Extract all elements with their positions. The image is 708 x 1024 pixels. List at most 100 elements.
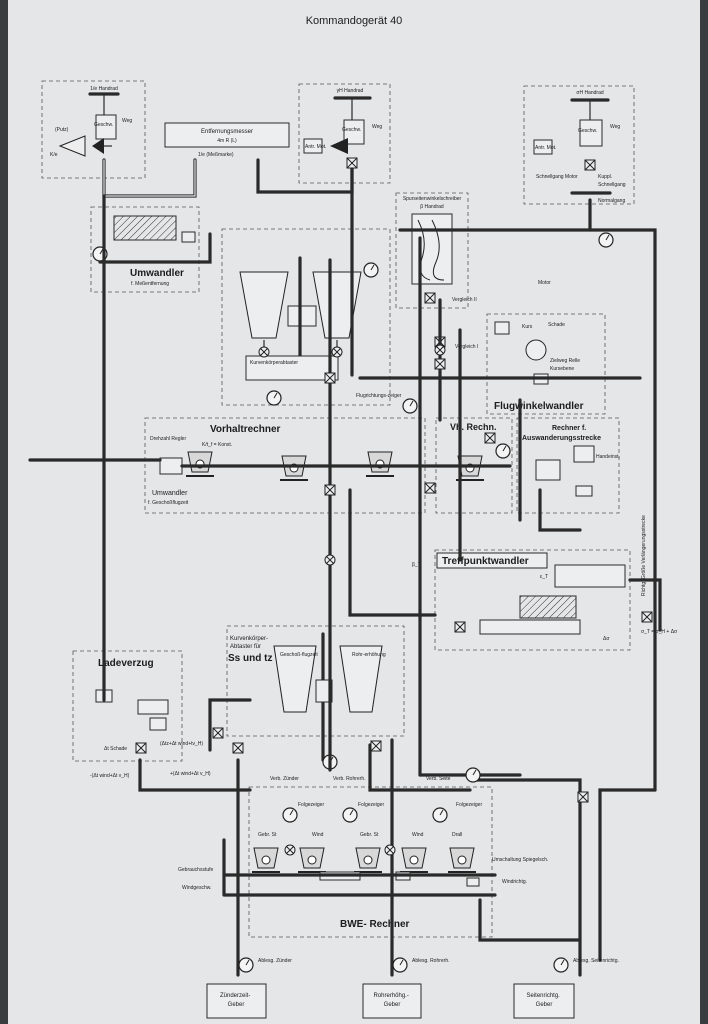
rechner-label: Rechner f. [552,425,586,432]
entfernungsmesser-block: Entfernungsmesser 4m R (L) 1/e (Meßmarke… [164,122,290,158]
umschaltung-label: Umschaltung Spiegelsch. [492,857,548,863]
entfernungsmesser-sub: 4m R (L) [217,138,237,144]
geber-seitenrichtung-line1: Seitenrichtg. [526,993,560,999]
ablesg-rohrerh-label: Ablesg. Rohrerh. [412,958,450,964]
ladeverzug-block: Ladeverzug Δt Schade (Δtz+Δt wind+tv_H) … [72,650,244,779]
handeinst-label: Handeinst. [596,454,620,460]
geschw-label: Geschw. [94,122,113,128]
lower-cam-block: Kurvenkörper- Abtaster für Ss und tz Ges… [226,625,405,770]
rechner-block: Rechner f. Auswanderungsstrecke Handeins… [495,417,620,514]
zielweg-label: Zielweg Relle [550,358,580,364]
windrichtg-label: Windrichtg. [502,879,527,885]
richtg-label: Richtg. Größe Verlängerungsstrecke [641,515,647,596]
ladeverzug-label: Ladeverzug [98,658,154,669]
spurschreiber-label: Spurseitenwinkelschreiber [403,196,462,202]
rechner-sub: Auswanderungsstrecke [522,435,601,442]
normalgang-label: Normalgang [598,198,625,204]
kursebene-label: Kursebene [550,366,574,372]
geber-seitenrichtung-label: Seitenrichtg. Geber [526,993,561,1008]
bwe-rechner-block: Verb. Zünder Verb. Rohrerh. Verb. Seite … [178,776,548,938]
windgeschw-label: Windgeschw. [182,885,211,891]
weg-label-3: Weg [610,124,620,130]
putz-label: (Putz) [55,127,69,133]
spurschreiber-block: Spurseitenwinkelschreiber β Handrad Verg… [395,192,478,350]
wind-label-1: Wind [312,832,324,838]
wind-label-2: Wind [412,832,424,838]
geschoss-flugzeit-label: Geschoß-flugzeit [280,652,318,658]
antr-mot-label-3: Antr. Mot. [535,145,556,151]
treffpunktwandler-block: Treffpunktwandler β_T ε_T Δσ σ_T = σ_H +… [412,515,678,651]
handrad-left-label: 1/e Handrad [90,86,118,92]
ablesg-seitenrichtg-label: Ablesg. Seitenrichtg. [573,958,619,964]
geber-rohrerhoehung-label: Rohrerhöhg.- Geber [373,993,410,1008]
geber-rohrerhoehung-line1: Rohrerhöhg.- [373,993,408,999]
kurvenkoerperabtaster-label: Kurvenkörperabtaster [250,360,298,366]
rohr-erhoehung-label: Rohr-erhöhung [352,652,386,658]
gebr-st-label-1: Gebr. St [258,832,277,838]
formula1-label: -(Δt wind+Δt v_H) [90,773,130,779]
geber-seitenrichtung-line2: Geber [536,1002,553,1008]
schnellgang-label: Schnellgang [598,182,626,188]
sigma-formula-label: σ_T = σ_H + Δσ [641,629,678,635]
umwandler-sub: f. Meßentfernung [131,281,169,287]
folgezeiger-label-3: Folgezeiger [456,802,482,808]
geber-rohrerhoehung: Ablesg. Rohrerh. Rohrerhöhg.- Geber [362,957,450,1019]
vh-rechn-label: Vh. Rechn. [450,422,497,432]
flugwinkelwandler-label: Flugwinkelwandler [494,401,584,412]
bwe-label: BWE- Rechner [340,919,410,930]
kurs-label: Kurs [522,324,533,330]
diagram-sheet [8,0,700,1024]
handrad-block-right: σH Handrad Geschw. Weg Antr. Mot. Schnel… [523,85,635,205]
drehzahl-regler-label: Drehzahl Regler [150,436,186,442]
diagram-title: Kommandogerät 40 [306,15,403,27]
geber-zuenderzeit: Ablesg. Zünder Zünderzeit- Geber [206,957,292,1019]
handrad-block-mid: γH Handrad Geschw. Weg Antr. Mot. [298,83,391,184]
vergleich2-label: Vergleich II [452,297,477,303]
folgezeiger-label-2: Folgezeiger [358,802,384,808]
gebrauchsstufe-label: Gebrauchsstufe [178,867,214,873]
flugrichtungszeiger-label: Flugrichtungs-zeiger [356,393,402,399]
treffpunktwandler-label: Treffpunktwandler [442,556,529,567]
kurvenkoerper-big: Ss und tz [228,653,272,664]
vergleich1-label: Vergleich I [455,344,478,350]
delta-t-schade-label: Δt Schade [104,746,127,752]
delta-sigma-label: Δσ [603,636,610,642]
upper-cam-block: Kurvenkörperabtaster [221,228,391,406]
beta-t-label: β_T [412,562,421,568]
formula3-label: (Δtz+Δt wind+tv_H) [160,741,203,747]
schnellgang-motor-label: Schnellgang Motor [536,174,578,180]
geber-rohrerhoehung-line2: Geber [384,1002,401,1008]
verb-seite-label: Verb. Seite [426,776,451,782]
shaft-network [28,158,662,977]
verb-zuender-label: Verb. Zünder [270,776,299,782]
weg-label-2: Weg [372,124,382,130]
drall-label: Drall [452,832,462,838]
schade-label: Schade [548,322,565,328]
handrad-mid-label: γH Handrad [337,88,364,94]
kuppl-label: Kuppl. [598,174,612,180]
geschw-label-2: Geschw. [342,127,361,133]
ke-label: K/e [50,152,58,158]
geber-seitenrichtung: Ablesg. Seitenrichtg. Seitenrichtg. Gebe… [513,957,619,1019]
flugwinkelwandler-block: Motor Kurs Schade Zielweg Relle Kurseben… [486,280,606,415]
umwandler-label: Umwandler [130,268,184,279]
vorhaltrechner-label: Vorhaltrechner [210,424,280,435]
kurvenkoerper-sub: Abtaster für [230,644,261,650]
motor-label: Motor [538,280,551,286]
folgezeiger-label-1: Folgezeiger [298,802,324,808]
geber-zuenderzeit-line1: Zünderzeit- [220,993,250,999]
umwandler2-sub: f. Geschoßflugzeit [148,500,189,506]
gebr-st-label-2: Gebr. St [360,832,379,838]
verb-rohrerh-label: Verb. Rohrerh. [333,776,366,782]
geschw-label-3: Geschw. [578,128,597,134]
ablesg-zuender-label: Ablesg. Zünder [258,958,292,964]
entfernungsmesser-label: Entfernungsmesser [201,129,253,135]
geber-zuenderzeit-label: Zünderzeit- Geber [220,993,252,1008]
formula2-label: +(Δt wind+Δt v_H) [170,771,211,777]
ktkonst-label: K/t_f = Konst. [202,442,232,448]
weg-label: Weg [122,118,132,124]
spurschreiber-sub: β Handrad [420,204,444,210]
umwandler2-label: Umwandler [152,490,188,497]
geber-zuenderzeit-line2: Geber [228,1002,245,1008]
